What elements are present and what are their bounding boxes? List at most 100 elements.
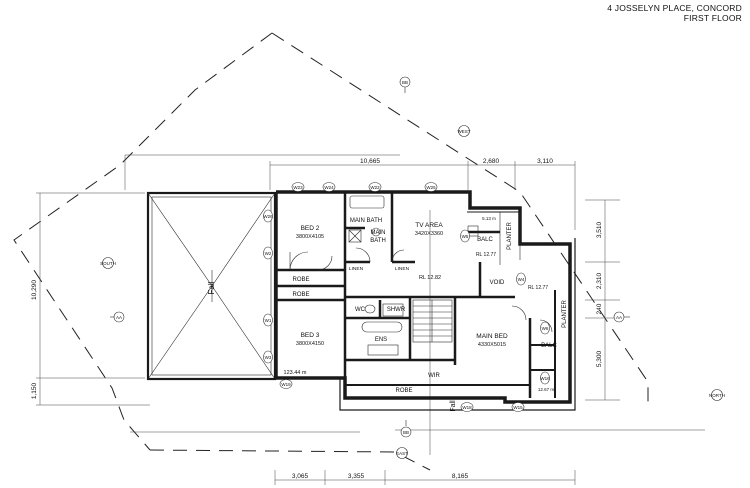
- svg-text:W5: W5: [462, 234, 469, 239]
- svg-text:AA: AA: [116, 315, 122, 320]
- rl-landing: RL 12.82: [419, 275, 441, 281]
- floor-level-label: FIRST FLOOR: [683, 13, 742, 23]
- window-tag: W15: [511, 402, 525, 412]
- window-tag: W22: [368, 182, 382, 192]
- wc-label: WC: [355, 307, 366, 313]
- elevation-marker-west: WEST: [458, 125, 471, 137]
- bed2-name: BED 2: [301, 225, 320, 232]
- elevation-marker-east: EAST: [396, 447, 408, 459]
- staircase: [412, 299, 453, 343]
- balc-label-2: BALC: [541, 343, 557, 349]
- window-tag: W19: [279, 379, 293, 389]
- svg-text:SOUTH: SOUTH: [100, 261, 116, 266]
- site-boundary: [13, 32, 649, 471]
- wir-label: WIR: [428, 373, 440, 379]
- planter-label-1: PLANTER: [507, 222, 513, 250]
- tv-area-size: 3420X3360: [415, 231, 443, 237]
- window-tag: W2: [263, 246, 273, 260]
- window-tag: W23: [291, 182, 305, 192]
- door-swings: [289, 247, 553, 333]
- window-tag: W4: [516, 272, 526, 286]
- window-tag: W5: [460, 229, 470, 243]
- window-tag: W1: [263, 313, 273, 327]
- svg-text:W15: W15: [513, 405, 523, 410]
- elevation-marker-north: NORTH: [709, 389, 725, 401]
- dim-bottom-1: 3,065: [292, 473, 309, 480]
- interior-walls: [276, 192, 556, 398]
- robe-label-1: ROBE: [292, 277, 309, 283]
- title-block: 4 JOSSELYN PLACE, CONCORD FIRST FLOOR: [607, 3, 742, 23]
- svg-text:BB: BB: [403, 430, 409, 435]
- dim-right-2: 2,310: [596, 272, 603, 289]
- svg-text:AA: AA: [616, 315, 622, 320]
- fall-label-1: Fall: [207, 281, 216, 294]
- dim-top-1: 10,665: [360, 158, 380, 165]
- svg-text:W24: W24: [324, 185, 334, 190]
- main-bed-size: 4330X5015: [478, 342, 506, 348]
- section-marker-bb-top: BB: [399, 76, 411, 93]
- svg-text:W1: W1: [265, 318, 272, 323]
- svg-text:W19: W19: [281, 382, 291, 387]
- main-bath-label-2: BATH: [370, 238, 386, 244]
- svg-text:WEST: WEST: [458, 129, 471, 134]
- level-labels: RL 12.82 RL 12.77 RL 12.77 12.67 m 5.13 …: [284, 216, 555, 392]
- window-tag: W25: [424, 182, 438, 192]
- svg-text:W3: W3: [265, 355, 272, 360]
- rl-balc-2: RL 12.77: [528, 285, 548, 291]
- bed2-size: 3800X4105: [296, 234, 324, 240]
- section-marker-bb-bottom: BB: [400, 420, 412, 438]
- bed3-size: 3800X4150: [296, 341, 324, 347]
- bed3-name: BED 3: [301, 332, 320, 339]
- tv-area-name: TV AREA: [415, 222, 443, 229]
- bathroom-fixtures: [348, 195, 479, 356]
- window-tag: W16: [540, 371, 550, 385]
- svg-text:W16: W16: [540, 376, 550, 381]
- linen-label-1: LINEN: [349, 266, 364, 272]
- address-label: 4 JOSSELYN PLACE, CONCORD: [607, 3, 742, 13]
- svg-text:W23: W23: [293, 185, 303, 190]
- dim-right-1: 3,510: [596, 221, 603, 238]
- dim-bottom-3: 8,165: [452, 473, 469, 480]
- svg-text:W26: W26: [263, 214, 273, 219]
- linen-label-2: LINEN: [395, 266, 410, 272]
- main-bath-label-1: MAIN: [371, 230, 386, 236]
- svg-text:EAST: EAST: [396, 451, 408, 456]
- rl-planter: 5.13 m: [482, 216, 496, 221]
- fall-label-2: Fall: [450, 400, 457, 412]
- room-labels: BED 2 3800X4105 BED 3 3800X4150 MAIN BAT…: [292, 218, 568, 394]
- window-tag: W18: [460, 402, 474, 412]
- dim-left-2: 1,150: [31, 382, 38, 399]
- section-markers: BB BB AA AA WEST SOUTH: [100, 76, 725, 459]
- elevation-marker-south: SOUTH: [100, 257, 116, 269]
- window-tags: W23 W24 W22 W25 W26 W2 W1 W3 W19 W18 W15…: [263, 182, 550, 412]
- main-bed-name: MAIN BED: [476, 333, 508, 340]
- balc-label-1: BALC: [477, 237, 493, 243]
- dim-top-3: 3,110: [537, 158, 553, 165]
- window-tag: W26: [263, 209, 273, 223]
- area-note: 123.44 m: [284, 370, 307, 376]
- roof-fall-labels: Fall Fall: [207, 281, 457, 411]
- ens-label: ENS: [375, 337, 387, 343]
- planter-label-2: PLANTER: [562, 300, 568, 328]
- rl-balc-1: RL 12.77: [476, 252, 496, 258]
- robe-label-2: ROBE: [292, 292, 309, 298]
- dim-bottom-2: 3,355: [348, 473, 365, 480]
- dimension-labels: 10,665 2,680 3,110 3,065 3,355 8,165 10,…: [31, 158, 603, 480]
- window-tag: W6: [540, 321, 550, 335]
- svg-text:NORTH: NORTH: [709, 393, 725, 398]
- svg-text:W6: W6: [542, 326, 549, 331]
- rl-balc-3: 12.67 m: [538, 387, 555, 392]
- svg-text:BB: BB: [402, 80, 408, 85]
- dimension-lines: [36, 154, 705, 485]
- dim-top-2: 2,680: [483, 158, 500, 165]
- svg-text:W4: W4: [518, 277, 525, 282]
- svg-text:W25: W25: [426, 185, 436, 190]
- main-bath-top: MAIN BATH: [350, 218, 382, 224]
- section-marker-aa-right: AA: [613, 311, 630, 323]
- svg-text:W2: W2: [265, 251, 272, 256]
- section-marker-aa-left: AA: [110, 311, 125, 323]
- dim-right-4: 5,300: [596, 350, 603, 367]
- dim-left-1: 10,290: [31, 280, 38, 300]
